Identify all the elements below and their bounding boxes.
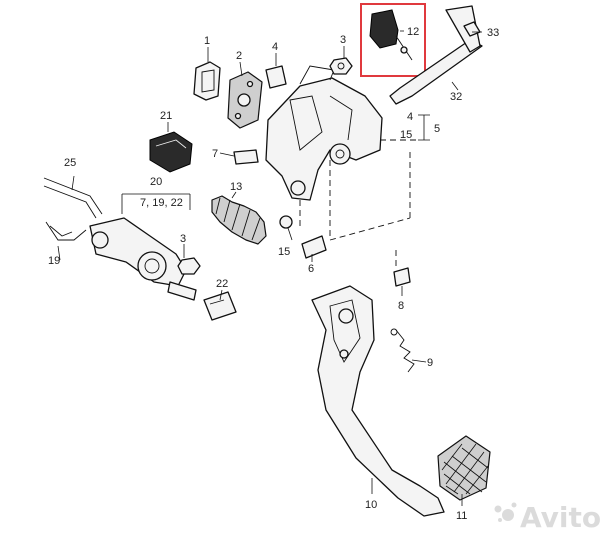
callout-3-top: 3 <box>340 34 346 46</box>
part-spring <box>211 195 267 245</box>
part-pin <box>233 149 259 165</box>
part-pedal-pad <box>437 435 491 501</box>
watermark-text: Avito <box>520 501 601 534</box>
part-plate <box>227 71 263 129</box>
part-holder <box>149 131 193 173</box>
callout-22: 22 <box>216 278 228 290</box>
callout-15-right: 15 <box>400 129 412 141</box>
part-master-cylinder <box>89 217 197 301</box>
callout-25: 25 <box>64 157 76 169</box>
callout-21: 21 <box>160 110 172 122</box>
callout-20-sub: 7, 19, 22 <box>140 197 183 209</box>
callout-7: 7 <box>212 148 218 160</box>
part-sensor <box>203 291 237 321</box>
callout-15-left: 15 <box>278 246 290 258</box>
part-return-spring <box>390 328 415 373</box>
callout-32: 32 <box>450 91 462 103</box>
part-nut-left <box>177 257 201 275</box>
callout-labels: 1 2 3 4 12 33 32 4 5 15 21 7 25 20 7, 19… <box>48 26 499 522</box>
callout-11: 11 <box>456 510 467 522</box>
callout-6: 6 <box>308 263 314 275</box>
part-pedal-lever <box>311 285 445 517</box>
part-small-nut <box>279 215 293 229</box>
watermark: Avito <box>494 501 601 534</box>
part-bushing <box>193 61 221 101</box>
callout-9: 9 <box>427 357 433 369</box>
part-tube <box>43 177 103 219</box>
part-switch <box>369 9 413 61</box>
callout-1: 1 <box>204 35 210 47</box>
callout-4-right: 4 <box>407 111 413 123</box>
part-bushing-small <box>301 235 327 259</box>
part-wire-clip <box>45 221 87 241</box>
pedal-bracket <box>265 65 383 201</box>
callout-8: 8 <box>398 300 404 312</box>
callout-3-left: 3 <box>180 233 186 245</box>
part-bump-stop <box>393 267 411 287</box>
callout-33: 33 <box>487 27 499 39</box>
leader-lines <box>57 30 482 506</box>
callout-13: 13 <box>230 181 242 193</box>
callout-4-top: 4 <box>272 41 278 53</box>
callout-5: 5 <box>434 123 440 135</box>
callout-20: 20 <box>150 176 162 188</box>
callout-19: 19 <box>48 255 60 267</box>
part-sleeve <box>265 65 287 89</box>
callout-10: 10 <box>365 499 377 511</box>
callout-12: 12 <box>407 26 419 38</box>
highlight-box <box>360 3 426 77</box>
part-nut-top <box>329 57 353 75</box>
callout-2: 2 <box>236 50 242 62</box>
part-bracket-rod <box>389 5 483 105</box>
